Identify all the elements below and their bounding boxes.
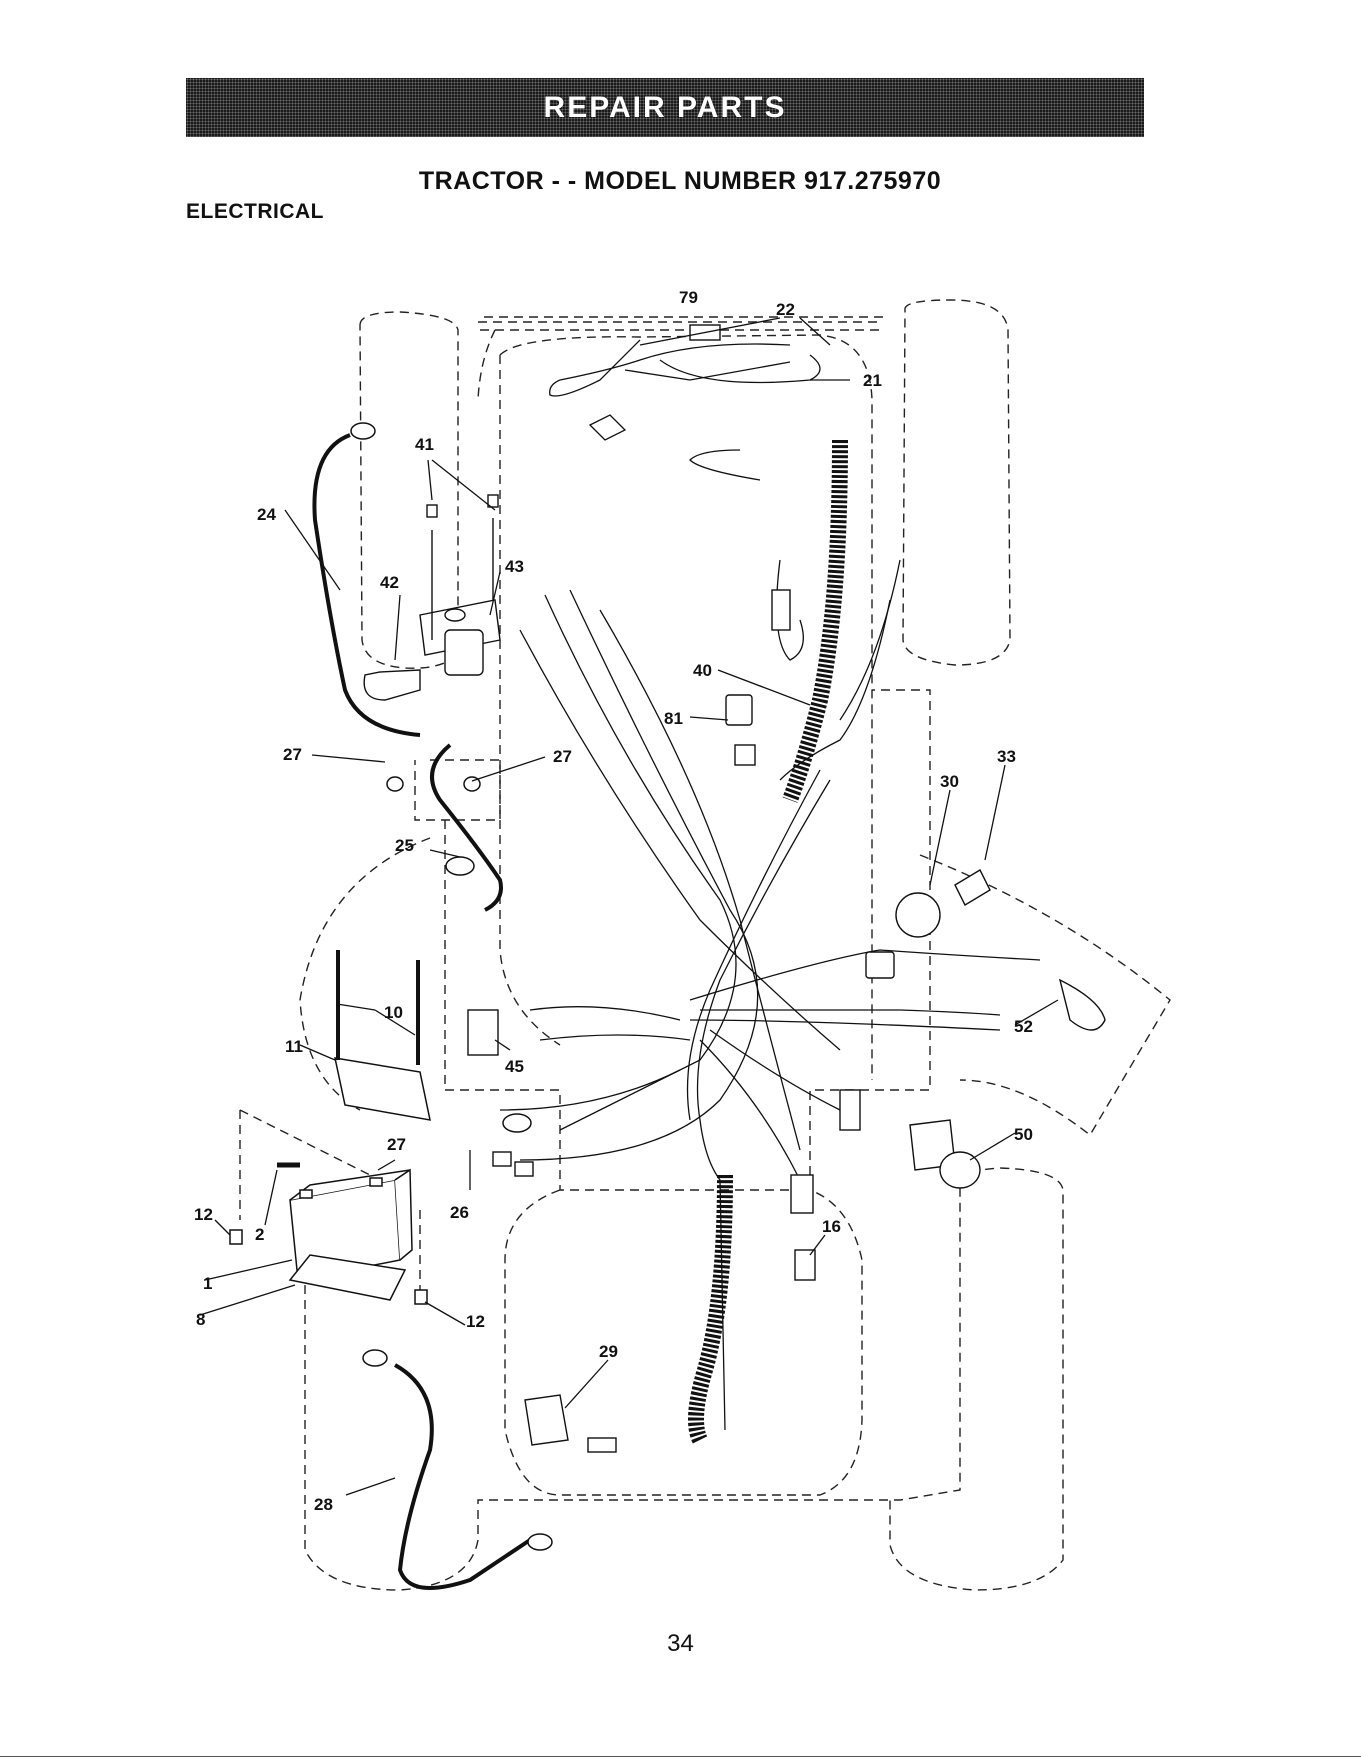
callout-27-battery: 27 xyxy=(387,1135,406,1154)
callout-25: 25 xyxy=(395,836,414,855)
cable-terminals xyxy=(351,423,552,1550)
callout-12-right: 12 xyxy=(466,1312,485,1331)
wire-conduit xyxy=(696,440,840,1440)
switches-and-connectors xyxy=(468,325,1105,1452)
callout-1: 1 xyxy=(203,1274,212,1293)
callout-27-upper-left: 27 xyxy=(283,745,302,764)
callout-52: 52 xyxy=(1014,1017,1033,1036)
callout-43: 43 xyxy=(505,557,524,576)
callout-33: 33 xyxy=(997,747,1016,766)
callout-11: 11 xyxy=(285,1037,303,1056)
solenoid xyxy=(364,495,500,700)
callout-22: 22 xyxy=(776,300,795,319)
callout-29: 29 xyxy=(599,1342,618,1361)
callout-40: 40 xyxy=(693,661,712,680)
callout-2: 2 xyxy=(255,1225,264,1244)
callout-45: 45 xyxy=(505,1057,524,1076)
callout-27-upper-right: 27 xyxy=(553,747,572,766)
callout-8: 8 xyxy=(196,1310,205,1329)
callout-16: 16 xyxy=(822,1217,841,1236)
callout-50: 50 xyxy=(1014,1125,1033,1144)
bottom-rule xyxy=(0,1756,1361,1757)
callout-42: 42 xyxy=(380,573,399,592)
callout-10: 10 xyxy=(384,1003,403,1022)
callout-81: 81 xyxy=(664,709,683,728)
callout-41: 41 xyxy=(415,435,434,454)
page-number: 34 xyxy=(0,1630,1361,1658)
callout-24: 24 xyxy=(257,505,276,524)
callout-30: 30 xyxy=(940,772,959,791)
callout-12-left: 12 xyxy=(194,1205,213,1224)
callout-79: 79 xyxy=(679,288,698,307)
callout-21: 21 xyxy=(863,371,882,390)
callout-26: 26 xyxy=(450,1203,469,1222)
callout-28: 28 xyxy=(314,1495,333,1514)
